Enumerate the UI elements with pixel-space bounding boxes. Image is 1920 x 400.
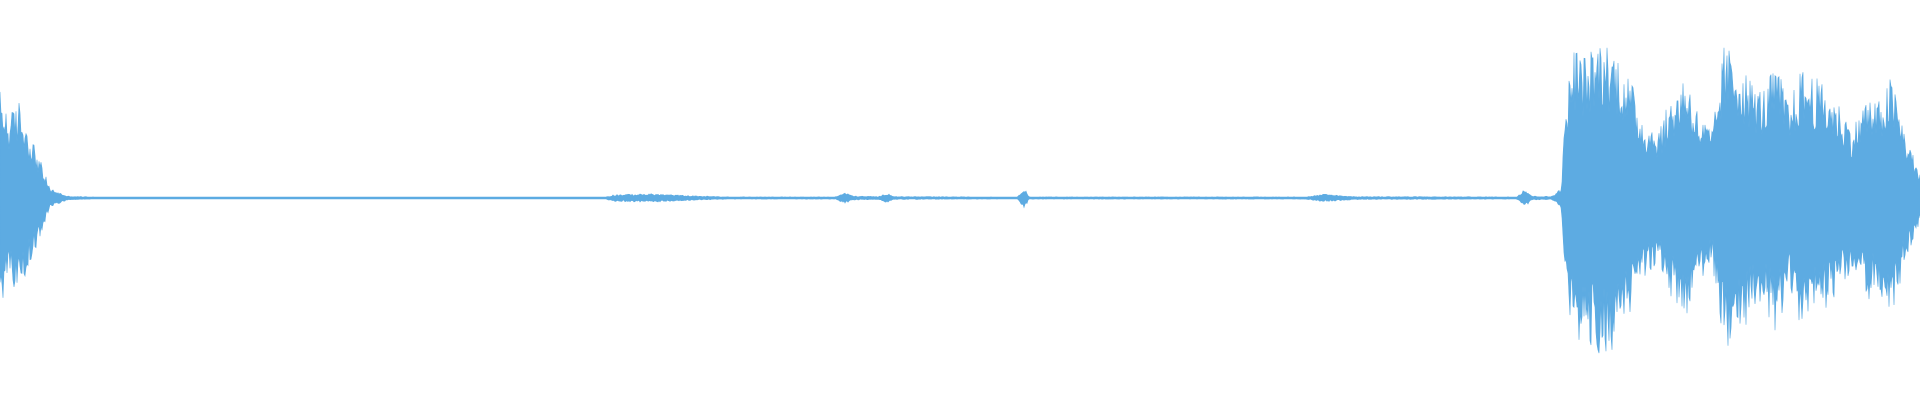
waveform-path xyxy=(0,47,1920,354)
